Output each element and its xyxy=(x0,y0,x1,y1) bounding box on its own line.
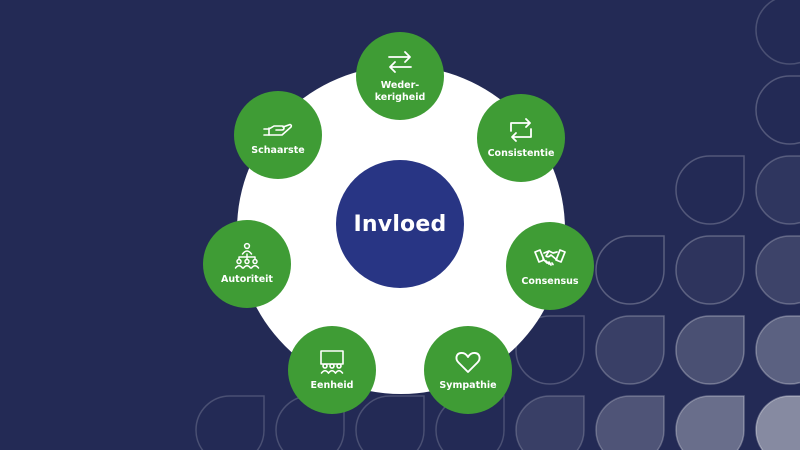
background-drop-shape xyxy=(675,395,745,450)
node-eenheid[interactable]: Eenheid xyxy=(288,326,376,414)
repeat-arrows-icon xyxy=(506,116,536,144)
hierarchy-people-icon xyxy=(232,242,262,270)
group-icon xyxy=(317,348,347,376)
background-drop-shape xyxy=(675,235,745,305)
node-consistentie[interactable]: Consistentie xyxy=(477,94,565,182)
node-label: Consensus xyxy=(521,276,579,287)
node-sympathie[interactable]: Sympathie xyxy=(424,326,512,414)
node-label: Schaarste xyxy=(251,145,305,156)
handshake-icon xyxy=(533,244,567,272)
background-drop-shape xyxy=(755,75,800,145)
background-drop-shape xyxy=(595,395,665,450)
background-drop-shape xyxy=(675,155,745,225)
node-autoriteit[interactable]: Autoriteit xyxy=(203,220,291,308)
background-drop-shape xyxy=(515,395,585,450)
node-wederkerigheid[interactable]: Weder- kerigheid xyxy=(356,32,444,120)
background-drop-shape xyxy=(595,235,665,305)
background-drop-shape xyxy=(755,155,800,225)
node-label: Consistentie xyxy=(487,148,555,159)
node-label: Sympathie xyxy=(439,380,497,391)
node-schaarste[interactable]: Schaarste xyxy=(234,91,322,179)
background-drop-shape xyxy=(275,395,345,450)
background-drop-shape xyxy=(595,315,665,385)
background-drop-shape xyxy=(755,395,800,450)
background-drop-shape xyxy=(755,315,800,385)
background-drop-shape xyxy=(675,315,745,385)
background-drop-shape xyxy=(355,395,425,450)
background-drop-shape xyxy=(755,235,800,305)
two-way-arrows-icon xyxy=(385,48,415,76)
node-label: Weder- kerigheid xyxy=(374,80,426,103)
node-label: Autoriteit xyxy=(221,274,273,285)
center-label: Invloed xyxy=(353,211,447,237)
background-drop-shape xyxy=(195,395,265,450)
heart-icon xyxy=(453,348,483,376)
node-label: Eenheid xyxy=(310,380,354,391)
hand-icon xyxy=(262,113,294,141)
background-drop-shape xyxy=(755,0,800,65)
node-consensus[interactable]: Consensus xyxy=(506,222,594,310)
center-circle: Invloed xyxy=(336,160,464,288)
